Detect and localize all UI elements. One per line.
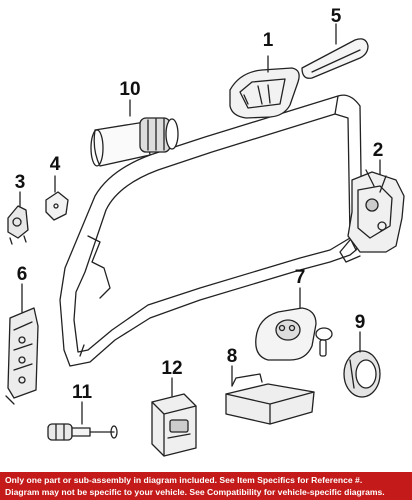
parts-diagram: 1 2 3 4 5 6 7 8 9 10 11 12 bbox=[5, 6, 405, 457]
disclaimer-banner: Only one part or sub-assembly in diagram… bbox=[0, 472, 412, 500]
door-inner-panel bbox=[59, 94, 363, 367]
callout-4: 4 bbox=[50, 154, 61, 175]
disclaimer-line-1: Only one part or sub-assembly in diagram… bbox=[5, 475, 363, 485]
callout-11: 11 bbox=[72, 382, 93, 403]
disclaimer-line-2: Diagram may not be specific to your vehi… bbox=[5, 487, 385, 497]
callout-12: 12 bbox=[161, 358, 182, 379]
part-3-bracket bbox=[7, 191, 29, 245]
part-10-cylinder bbox=[90, 99, 179, 167]
part-12-window-switch bbox=[151, 377, 197, 457]
part-2-door-latch bbox=[339, 159, 405, 263]
part-11-lock-switch bbox=[47, 401, 118, 441]
part-9-grommet bbox=[343, 331, 381, 398]
part-7-key-fob bbox=[255, 287, 333, 361]
part-5-trim-strip bbox=[301, 23, 369, 79]
part-6-actuator bbox=[5, 283, 39, 405]
callout-7: 7 bbox=[295, 267, 306, 288]
callout-1: 1 bbox=[263, 30, 274, 51]
part-4-plate bbox=[45, 175, 69, 221]
callout-3: 3 bbox=[15, 172, 26, 193]
callout-10: 10 bbox=[119, 79, 140, 100]
part-1-inside-handle bbox=[229, 55, 300, 119]
callout-8: 8 bbox=[227, 346, 238, 367]
callout-5: 5 bbox=[331, 6, 342, 27]
callout-2: 2 bbox=[373, 140, 384, 161]
callout-9: 9 bbox=[355, 312, 366, 333]
part-8-control-module bbox=[225, 365, 315, 425]
callout-6: 6 bbox=[17, 264, 28, 285]
